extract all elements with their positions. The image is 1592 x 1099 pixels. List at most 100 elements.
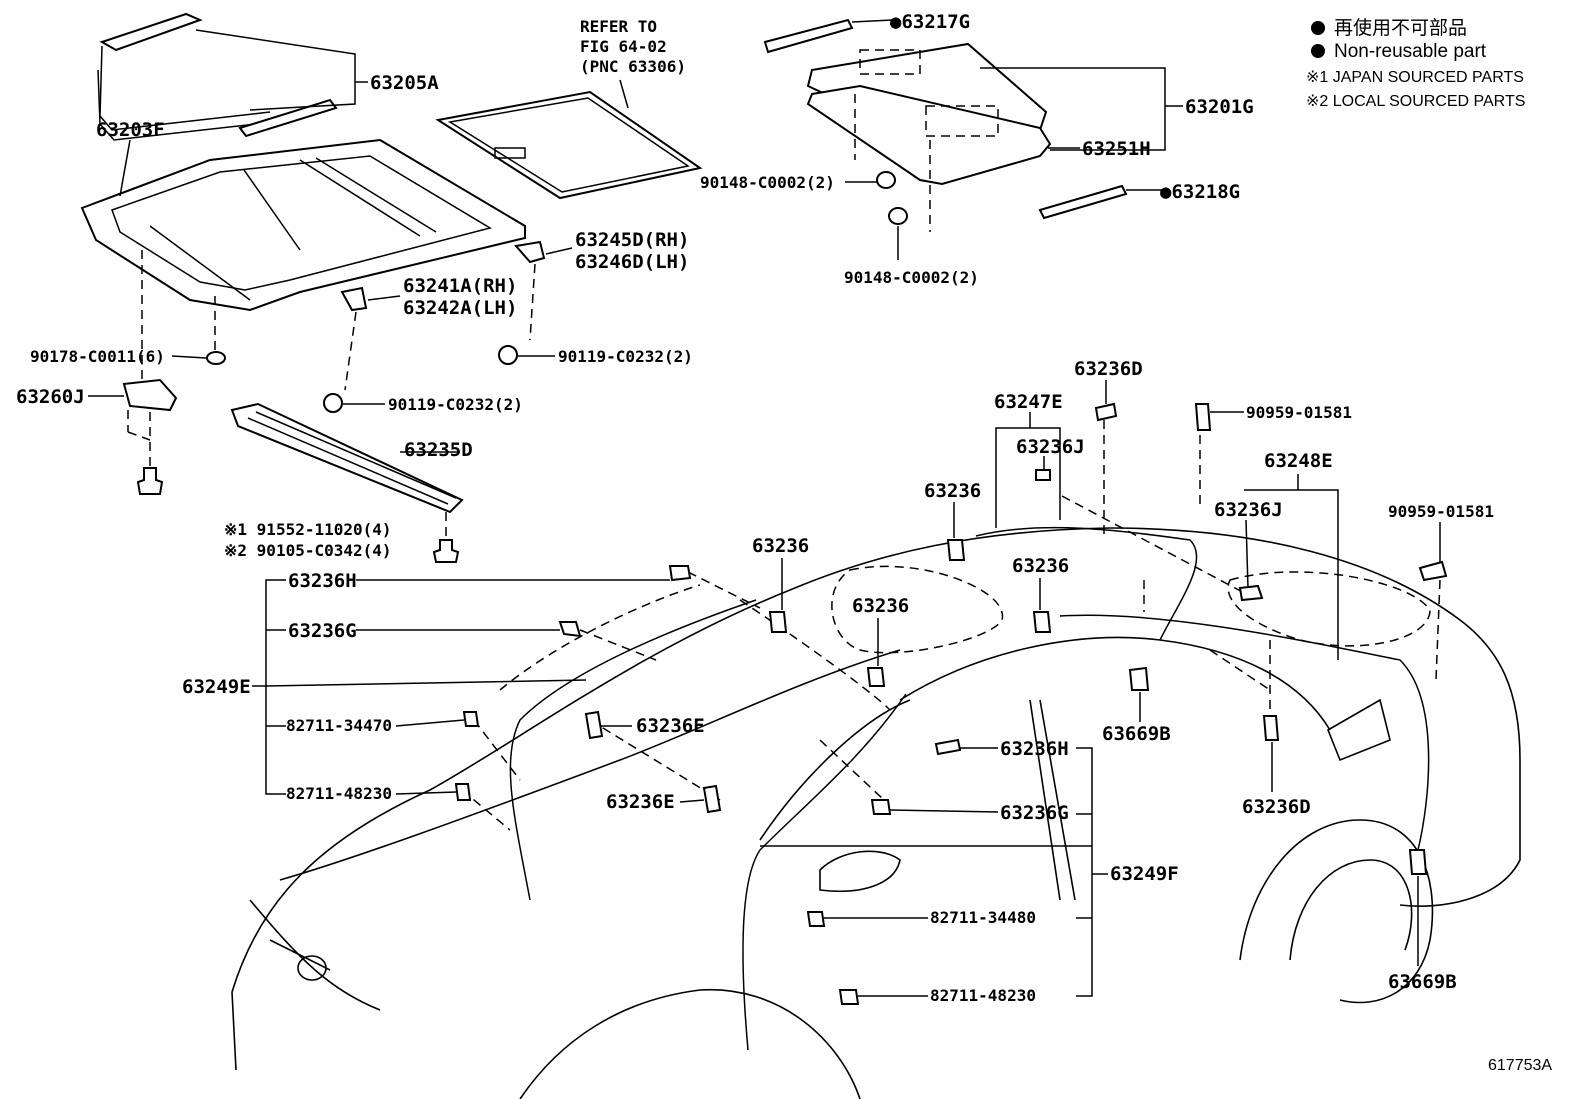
clip-63236-icon (946, 539, 966, 561)
label-63249E: 63249E (182, 676, 251, 698)
label-63251H: 63251H (1082, 138, 1151, 160)
bolt-icon (432, 539, 460, 563)
legend: 再使用不可部品 Non-reusable part ※1 JAPAN SOURC… (1306, 17, 1525, 110)
label-63246D: 63246D(LH) (575, 251, 689, 273)
sunroof-glass-panel (806, 42, 1052, 232)
rear-drain-hose-rh (1059, 614, 1430, 851)
label-90148-b: 90148-C0002(2) (844, 268, 979, 287)
label-63236H-a: 63236H (288, 570, 357, 592)
bracket-63249F (1076, 747, 1093, 997)
label-63217G: ●63217G (890, 11, 970, 33)
label-63241A: 63241A(RH) (403, 275, 517, 297)
bracket-63260J (122, 378, 178, 412)
clip-82711-icon (838, 989, 860, 1005)
clip-82711-icon (806, 911, 826, 927)
grommet-63669B-icon (1128, 666, 1150, 691)
label-90178: 90178-C0011(6) (30, 347, 165, 366)
label-63236-a: 63236 (924, 480, 981, 502)
label-63236J-a: 63236J (1016, 436, 1085, 458)
front-drain-hose-lh (509, 599, 757, 901)
legend-note-japan: ※1 JAPAN SOURCED PARTS (1306, 69, 1524, 86)
refer-line-1: REFER TO (580, 17, 657, 36)
clip-63236E-icon (584, 710, 604, 740)
label-90105: ※2 90105-C0342(4) (224, 541, 392, 560)
leader-63205A (195, 29, 356, 111)
label-63248E: 63248E (1264, 450, 1333, 472)
label-63249F: 63249F (1110, 863, 1179, 885)
sunroof-housing-frame (80, 138, 526, 312)
weatherstrip-63218G (1038, 184, 1128, 220)
clip-82711-icon (462, 711, 480, 727)
clip-82711-icon (454, 783, 472, 801)
label-82711-34480: 82711-34480 (930, 908, 1036, 927)
label-63260J: 63260J (16, 386, 85, 408)
label-63236D-top: 63236D (1074, 358, 1143, 380)
label-82711-48230-b: 82711-48230 (930, 986, 1036, 1005)
clip-63236J-icon (1035, 469, 1051, 481)
clip-63236D-icon (1262, 715, 1280, 741)
weatherstrip-63217G (763, 18, 854, 54)
screw-90148-icon (876, 171, 896, 189)
clip-63236-icon (1032, 611, 1052, 633)
label-63236H-b: 63236H (1000, 738, 1069, 760)
bracket-63247E (995, 427, 1061, 528)
legend-non-reusable-jp: 再使用不可部品 (1334, 17, 1467, 39)
label-63236-c: 63236 (852, 595, 909, 617)
bracket-63241A (340, 286, 368, 312)
bracket-63248E (1244, 489, 1339, 660)
clip-63236-icon (866, 667, 886, 687)
refer-line-2: FIG 64-02 (580, 37, 667, 56)
leader-63201G (980, 67, 1166, 151)
clip-63236G-icon (870, 799, 892, 815)
label-90119-b: 90119-C0232(2) (388, 395, 523, 414)
legend-note-local: ※2 LOCAL SOURCED PARTS (1306, 93, 1525, 110)
clip-63236H-icon (934, 738, 962, 756)
label-90959-a: 90959-01581 (1246, 403, 1352, 422)
label-63236J-b: 63236J (1214, 499, 1283, 521)
legend-non-reusable-en: Non-reusable part (1334, 41, 1487, 62)
label-90148-a: 90148-C0002(2) (700, 173, 835, 192)
label-63236D-b: 63236D (1242, 796, 1311, 818)
label-82711-48230-a: 82711-48230 (286, 784, 392, 803)
sunroof-glass-ref (435, 90, 703, 200)
label-63242A: 63242A(LH) (403, 297, 517, 319)
label-63236G-a: 63236G (288, 620, 357, 642)
label-63205A: 63205A (370, 72, 439, 94)
label-63218G: ●63218G (1160, 181, 1240, 203)
clip-63236H-icon (668, 565, 692, 582)
clip-63236J-icon (1238, 584, 1264, 602)
figure-code: 617753A (1488, 1057, 1552, 1074)
label-63236-d: 63236 (1012, 555, 1069, 577)
clip-63236G-icon (558, 621, 582, 638)
label-82711-34470: 82711-34470 (286, 716, 392, 735)
clip-63236D-icon (1094, 402, 1118, 422)
label-63203F: 63203F (96, 119, 165, 141)
label-63236E-b: 63236E (606, 791, 675, 813)
bolt-icon (136, 467, 164, 495)
nut-90178-icon (206, 351, 226, 365)
bracket-63245D (514, 240, 546, 264)
label-63236G-b: 63236G (1000, 802, 1069, 824)
bracket-63249E (265, 579, 286, 795)
rear-drain-hose-lh (975, 526, 1198, 641)
label-63669B-b: 63669B (1388, 971, 1457, 993)
deflector-63235D (230, 402, 464, 514)
label-63247E: 63247E (994, 391, 1063, 413)
clip-90959-icon (1418, 560, 1448, 582)
clip-63236-icon (768, 611, 788, 633)
label-90119-a: 90119-C0232(2) (558, 347, 693, 366)
label-91552: ※1 91552-11020(4) (224, 520, 392, 539)
refer-line-3: (PNC 63306) (580, 57, 686, 76)
clip-63236E-icon (702, 784, 722, 814)
front-drain-hose-rh (742, 693, 907, 1051)
nut-90119-icon (323, 393, 343, 413)
sunroof-drain-seal-strips (97, 12, 338, 141)
label-63669B-a: 63669B (1102, 723, 1171, 745)
screw-90148-icon (888, 207, 908, 225)
label-63236-b: 63236 (752, 535, 809, 557)
label-63201G: 63201G (1185, 96, 1254, 118)
label-63235D: 63235D (404, 439, 473, 461)
clip-90959-icon (1194, 403, 1212, 431)
label-63236E-a: 63236E (636, 715, 705, 737)
